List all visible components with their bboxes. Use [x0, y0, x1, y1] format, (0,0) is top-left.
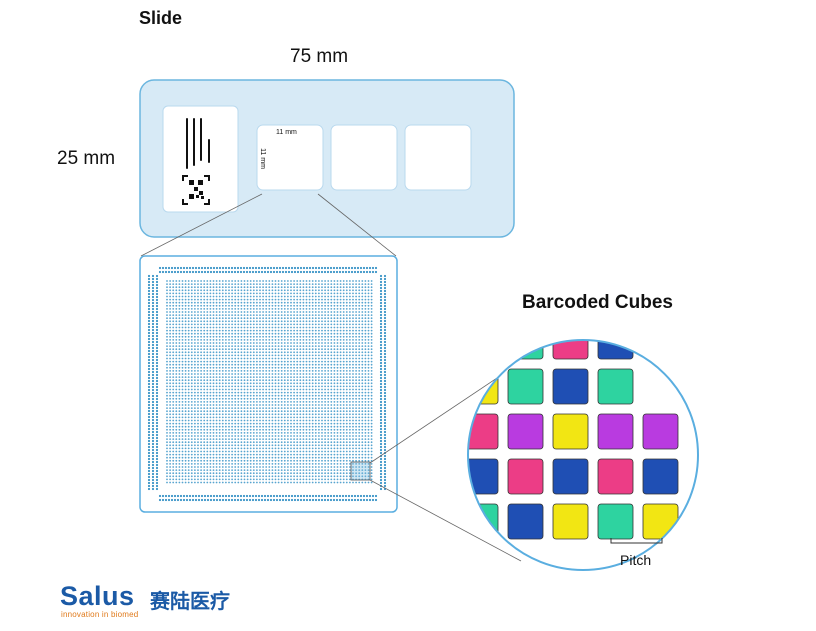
pitch-bracket — [610, 538, 663, 544]
chip-well-1 — [256, 124, 324, 191]
barcode-lines — [186, 118, 210, 169]
barcoded-cube — [507, 458, 544, 495]
pitch-label: Pitch — [620, 552, 652, 568]
barcoded-cube — [642, 413, 679, 450]
barcoded-cube — [468, 368, 499, 405]
barcoded-cube — [507, 368, 544, 405]
well-height-label: 11 mm — [258, 148, 266, 169]
barcoded-cube — [552, 368, 589, 405]
barcoded-cubes-title: Barcoded Cubes — [522, 292, 673, 313]
chip-well-3 — [404, 124, 472, 191]
chip-dot-pattern — [147, 266, 387, 502]
barcoded-cube — [597, 458, 634, 495]
salus-logo-tagline: innovation in biomed — [61, 610, 139, 619]
barcoded-cube — [597, 368, 634, 405]
salus-logo-chinese: 赛陆医疗 — [150, 591, 230, 613]
zoom-line-upper — [369, 371, 507, 464]
well-width-label: 11 mm — [276, 129, 297, 136]
barcoded-cube — [552, 458, 589, 495]
zoom-line-right — [317, 193, 397, 257]
zoom-region-marker — [350, 461, 371, 481]
magnifier-lens — [467, 339, 699, 571]
slide-width-dimension: 75 mm — [290, 46, 349, 67]
barcoded-cube — [507, 503, 544, 540]
slide-height-dimension: 25 mm — [57, 148, 116, 169]
barcoded-cube — [507, 413, 544, 450]
qr-code-icon — [182, 175, 210, 205]
zoom-line-left — [140, 193, 263, 257]
barcoded-cube — [597, 503, 634, 540]
zoom-line-lower — [369, 479, 522, 562]
chip-well-2 — [330, 124, 398, 191]
slide-title: Slide — [139, 8, 183, 28]
barcoded-cube — [642, 458, 679, 495]
barcoded-cube — [552, 413, 589, 450]
barcoded-cube — [507, 340, 544, 360]
barcoded-cube — [642, 503, 679, 540]
salus-logo-wordmark: Salus — [60, 581, 135, 611]
barcoded-cube — [597, 413, 634, 450]
barcoded-cube — [552, 503, 589, 540]
barcoded-cube-grid — [468, 340, 679, 540]
